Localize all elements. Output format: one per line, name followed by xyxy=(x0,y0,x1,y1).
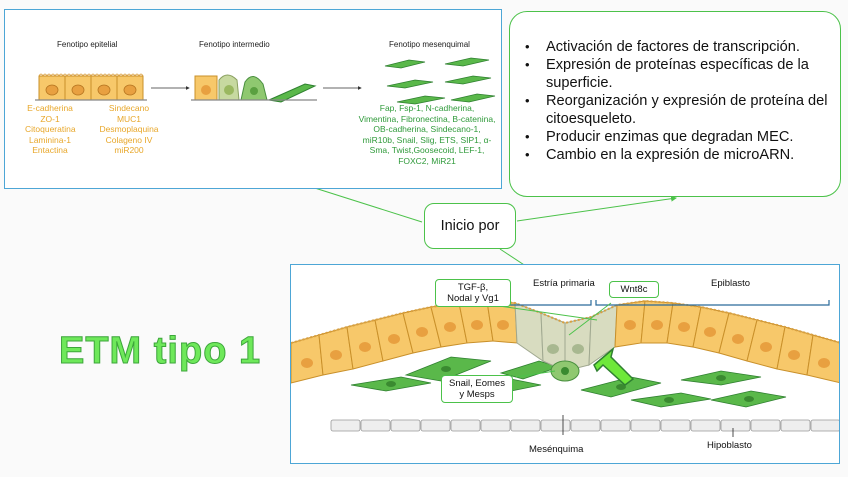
marker-text: Citoqueratina xyxy=(25,124,75,135)
marker-text: ZO-1 xyxy=(25,114,75,125)
marker-text: Desmoplaquina xyxy=(99,124,159,135)
marker-text: Laminina-1 xyxy=(25,135,75,146)
label-line: Snail, Eomes xyxy=(445,378,509,389)
mesenchymal-markers: Fap, Fsp-1, N-cadherina, Vimentina, Fibr… xyxy=(357,103,497,166)
marker-text: FOXC2, MiR21 xyxy=(357,156,497,167)
process-item: Producir enzimas que degradan MEC. xyxy=(546,128,828,146)
marker-text: OB-cadherina, Sindecano-1, xyxy=(357,124,497,135)
label-line: TGF-β, xyxy=(439,282,507,293)
epithelial-cells xyxy=(35,74,147,100)
connector-center-to-bullets xyxy=(517,198,676,221)
mesenchymal-cells xyxy=(385,58,495,104)
marker-text: Fap, Fsp-1, N-cadherina, xyxy=(357,103,497,114)
main-title: ETM tipo 1 xyxy=(59,330,261,373)
process-item: Cambio en la expresión de microARN. xyxy=(546,146,828,164)
marker-text: miR200 xyxy=(99,145,159,156)
label-line: y Mesps xyxy=(445,389,509,400)
tgf-nodal-label: TGF-β, Nodal y Vg1 xyxy=(435,279,511,307)
emt-process-list-box: Activación de factores de transcripción.… xyxy=(509,11,841,197)
epiblast-label: Epiblasto xyxy=(711,278,750,289)
marker-text: miR10b, Snail, Slig, ETS, SIP1, α- xyxy=(357,135,497,146)
process-item: Expresión de proteínas específicas de la… xyxy=(546,56,828,92)
marker-text: Colageno IV xyxy=(99,135,159,146)
primitive-streak-label: Estría primaria xyxy=(533,278,595,289)
snail-eomes-label: Snail, Eomes y Mesps xyxy=(441,375,513,403)
process-list: Activación de factores de transcripción.… xyxy=(520,38,828,164)
marker-text: Sma, Twist,Goosecoid, LEF-1, xyxy=(357,145,497,156)
hypoblast-label: Hipoblasto xyxy=(707,440,752,451)
wnt8c-label: Wnt8c xyxy=(609,281,659,298)
emt-phenotype-panel: Fenotipo epitelial Fenotipo intermedio F… xyxy=(4,9,502,189)
intermediate-cells xyxy=(191,75,317,102)
embryo-illustration xyxy=(291,265,840,464)
epithelial-markers-left: E-cadherina ZO-1 Citoqueratina Laminina-… xyxy=(25,103,75,156)
marker-text: E-cadherina xyxy=(25,103,75,114)
mesenchyme-label: Mesénquima xyxy=(529,444,583,455)
label-line: Nodal y Vg1 xyxy=(439,293,507,304)
embryo-panel: TGF-β, Nodal y Vg1 Estría primaria Wnt8c… xyxy=(290,264,840,464)
migrating-cell-nucleus xyxy=(561,367,569,375)
marker-text: Vimentina, Fibronectina, B-catenina, xyxy=(357,114,497,125)
process-item: Activación de factores de transcripción. xyxy=(546,38,828,56)
process-item: Reorganización y expresión de proteína d… xyxy=(546,92,828,128)
marker-text: MUC1 xyxy=(99,114,159,125)
marker-text: Entactina xyxy=(25,145,75,156)
epithelial-markers-right: Sindecano MUC1 Desmoplaquina Colageno IV… xyxy=(99,103,159,156)
hypoblast-layer xyxy=(331,420,840,431)
marker-text: Sindecano xyxy=(99,103,159,114)
inicio-por-box: Inicio por xyxy=(424,203,516,249)
